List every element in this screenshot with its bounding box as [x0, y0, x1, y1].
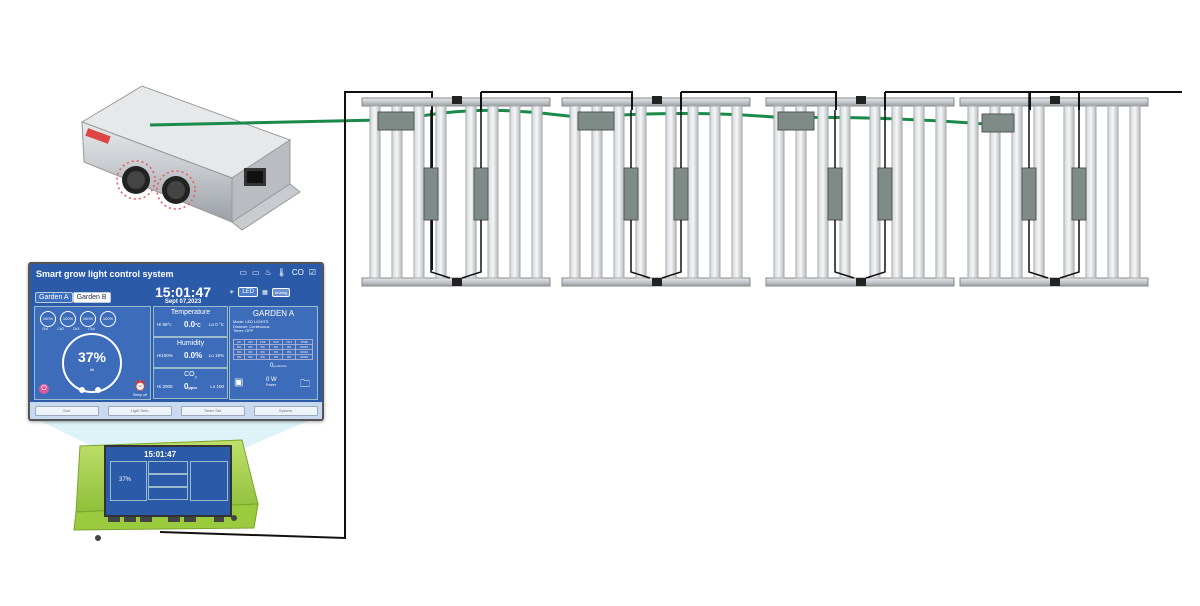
- led-fixture-1: [361, 96, 551, 287]
- power-cable: [159, 91, 433, 540]
- bottom-nav: Sun Light Sets Timer Set System: [30, 402, 322, 419]
- thermometer-icon: 🌡: [276, 268, 287, 277]
- channel-level-1[interactable]: 100%: [40, 311, 56, 327]
- light-sets-button[interactable]: Light Sets: [107, 405, 172, 416]
- dial-value: 37%: [77, 349, 107, 365]
- signal-cable: [149, 118, 381, 127]
- tab-garden-b[interactable]: Garden B: [72, 292, 111, 303]
- system-button[interactable]: System: [253, 405, 318, 416]
- humidity-hi: Hi100%: [157, 353, 173, 358]
- temperature-hi: Hi 99°c: [157, 322, 172, 327]
- screen-projection-beam: [30, 416, 320, 450]
- clock-time: 15:01:47: [154, 284, 212, 300]
- tab-garden-a[interactable]: Garden A: [35, 292, 73, 303]
- humidity-label: Humidity: [176, 340, 205, 347]
- led-button[interactable]: LED: [238, 287, 259, 297]
- device-sensor-card: [148, 474, 188, 487]
- analog-controller: [80, 85, 301, 231]
- co2-icon: CO: [291, 268, 304, 277]
- mode-buttons: ☀ LED ▦ Analog: [229, 287, 291, 297]
- analog-button[interactable]: Analog: [271, 287, 291, 297]
- panel-title: Smart grow light control system: [36, 269, 174, 279]
- garden-mode: Mode: LED LIGHTS: [233, 319, 269, 324]
- garden-dimmer: Dimmer: Continuous: [233, 323, 270, 329]
- channel-levels: 100% 100% 100% 100%: [40, 311, 116, 327]
- clock-date: Sept 07,2023: [164, 299, 202, 305]
- channel-label-2: Ch2: [57, 327, 64, 331]
- dimmer-dial-panel: 100% 100% 100% 100% Ch1 Ch2 Ch3 Ch4 37% …: [34, 306, 151, 400]
- checkbox-icon[interactable]: ☑: [308, 268, 316, 277]
- fan-icon[interactable]: ▦: [262, 289, 268, 296]
- temperature-lo: Lo 0 °C: [208, 322, 224, 327]
- dial-label: All: [89, 367, 95, 372]
- channel-level-4[interactable]: 100%: [100, 311, 116, 327]
- table-row: 0%0%0%0%0%00:00: [232, 354, 313, 360]
- device-garden-panel: [190, 461, 228, 501]
- humidity-lo: Lo 19%: [208, 353, 224, 358]
- co2-lo: Lo 100: [210, 384, 224, 389]
- table-row: 0%0%0%0%0%00:00: [232, 349, 313, 355]
- garden-info: Mode: LED LIGHTS Dimmer: Continuous Time…: [233, 319, 270, 334]
- alarm-label: Sleep off: [133, 393, 147, 397]
- co2-label: CO2: [184, 371, 197, 380]
- channel-label-3: Ch3: [72, 327, 80, 331]
- folder-icon[interactable]: 🗀: [300, 379, 310, 390]
- device-screen: 15:01:47 37%: [104, 445, 232, 517]
- device-sensor-card: [148, 461, 188, 474]
- calendar-icon[interactable]: ▣: [234, 377, 244, 388]
- humidifier-icon: ♨: [264, 268, 272, 277]
- timer-set-button[interactable]: Timer Set: [180, 405, 245, 416]
- led-fixture-2: [561, 96, 751, 287]
- page-dot[interactable]: [79, 387, 85, 393]
- humidity-value: 0.0%: [184, 351, 203, 360]
- temperature-label: Temperature: [170, 309, 211, 316]
- heater-icon: ▭: [251, 268, 260, 277]
- ventilation-icon: ▭: [239, 268, 247, 277]
- page-dot[interactable]: [95, 387, 101, 393]
- led-fixture-3: [765, 96, 955, 287]
- channel-level-2[interactable]: 100%: [60, 311, 76, 327]
- garden-status-panel: GARDEN A Mode: LED LIGHTS Dimmer: Contin…: [229, 306, 318, 400]
- alarm-clock-icon[interactable]: ⏰: [134, 381, 147, 392]
- co2-card: CO2 Hi 2000 0ppm Lo 100: [153, 368, 228, 399]
- co2-value: 0ppm: [184, 382, 197, 391]
- temperature-card: Temperature Hi 99°c 0.0°C Lo 0 °C: [153, 306, 228, 337]
- channel-labels: Ch1 Ch2 Ch3 Ch4: [42, 327, 95, 331]
- power-jumpers: [480, 91, 1080, 110]
- channel-label-4: Ch4: [88, 327, 95, 331]
- garden-timer: Timer: OFF: [233, 328, 254, 333]
- humidity-card: Humidity Hi100% 0.0% Lo 19%: [153, 337, 228, 368]
- co2-hi: Hi 2000: [157, 384, 173, 389]
- main-dimmer-dial[interactable]: 37% All: [62, 333, 122, 393]
- device-dial-panel: [110, 461, 147, 501]
- device-dial-value: 37%: [119, 477, 132, 483]
- channel-label-1: Ch1: [42, 327, 49, 331]
- control-panel-screen: Smart grow light control system ▭ ▭ ♨ 🌡 …: [28, 262, 324, 421]
- power-icon[interactable]: ⏻: [39, 384, 49, 394]
- sun-icon[interactable]: ☀: [229, 289, 235, 296]
- device-screen-time: 15:01:47: [144, 450, 177, 459]
- garden-title: GARDEN A: [252, 309, 295, 318]
- garden-tabs: Garden A Garden B: [35, 292, 111, 303]
- status-icons: ▭ ▭ ♨ 🌡 CO ☑: [239, 268, 316, 277]
- sun-button[interactable]: Sun: [34, 405, 99, 416]
- device-sensor-card: [148, 487, 188, 500]
- temperature-value: 0.0°C: [184, 320, 201, 329]
- led-fixture-4: [959, 92, 1149, 287]
- channel-level-3[interactable]: 100%: [80, 311, 96, 327]
- clock: 15:01:47 Sept 07,2023: [148, 285, 218, 305]
- ppfd-readout: 0μmol/m²/s: [270, 363, 287, 369]
